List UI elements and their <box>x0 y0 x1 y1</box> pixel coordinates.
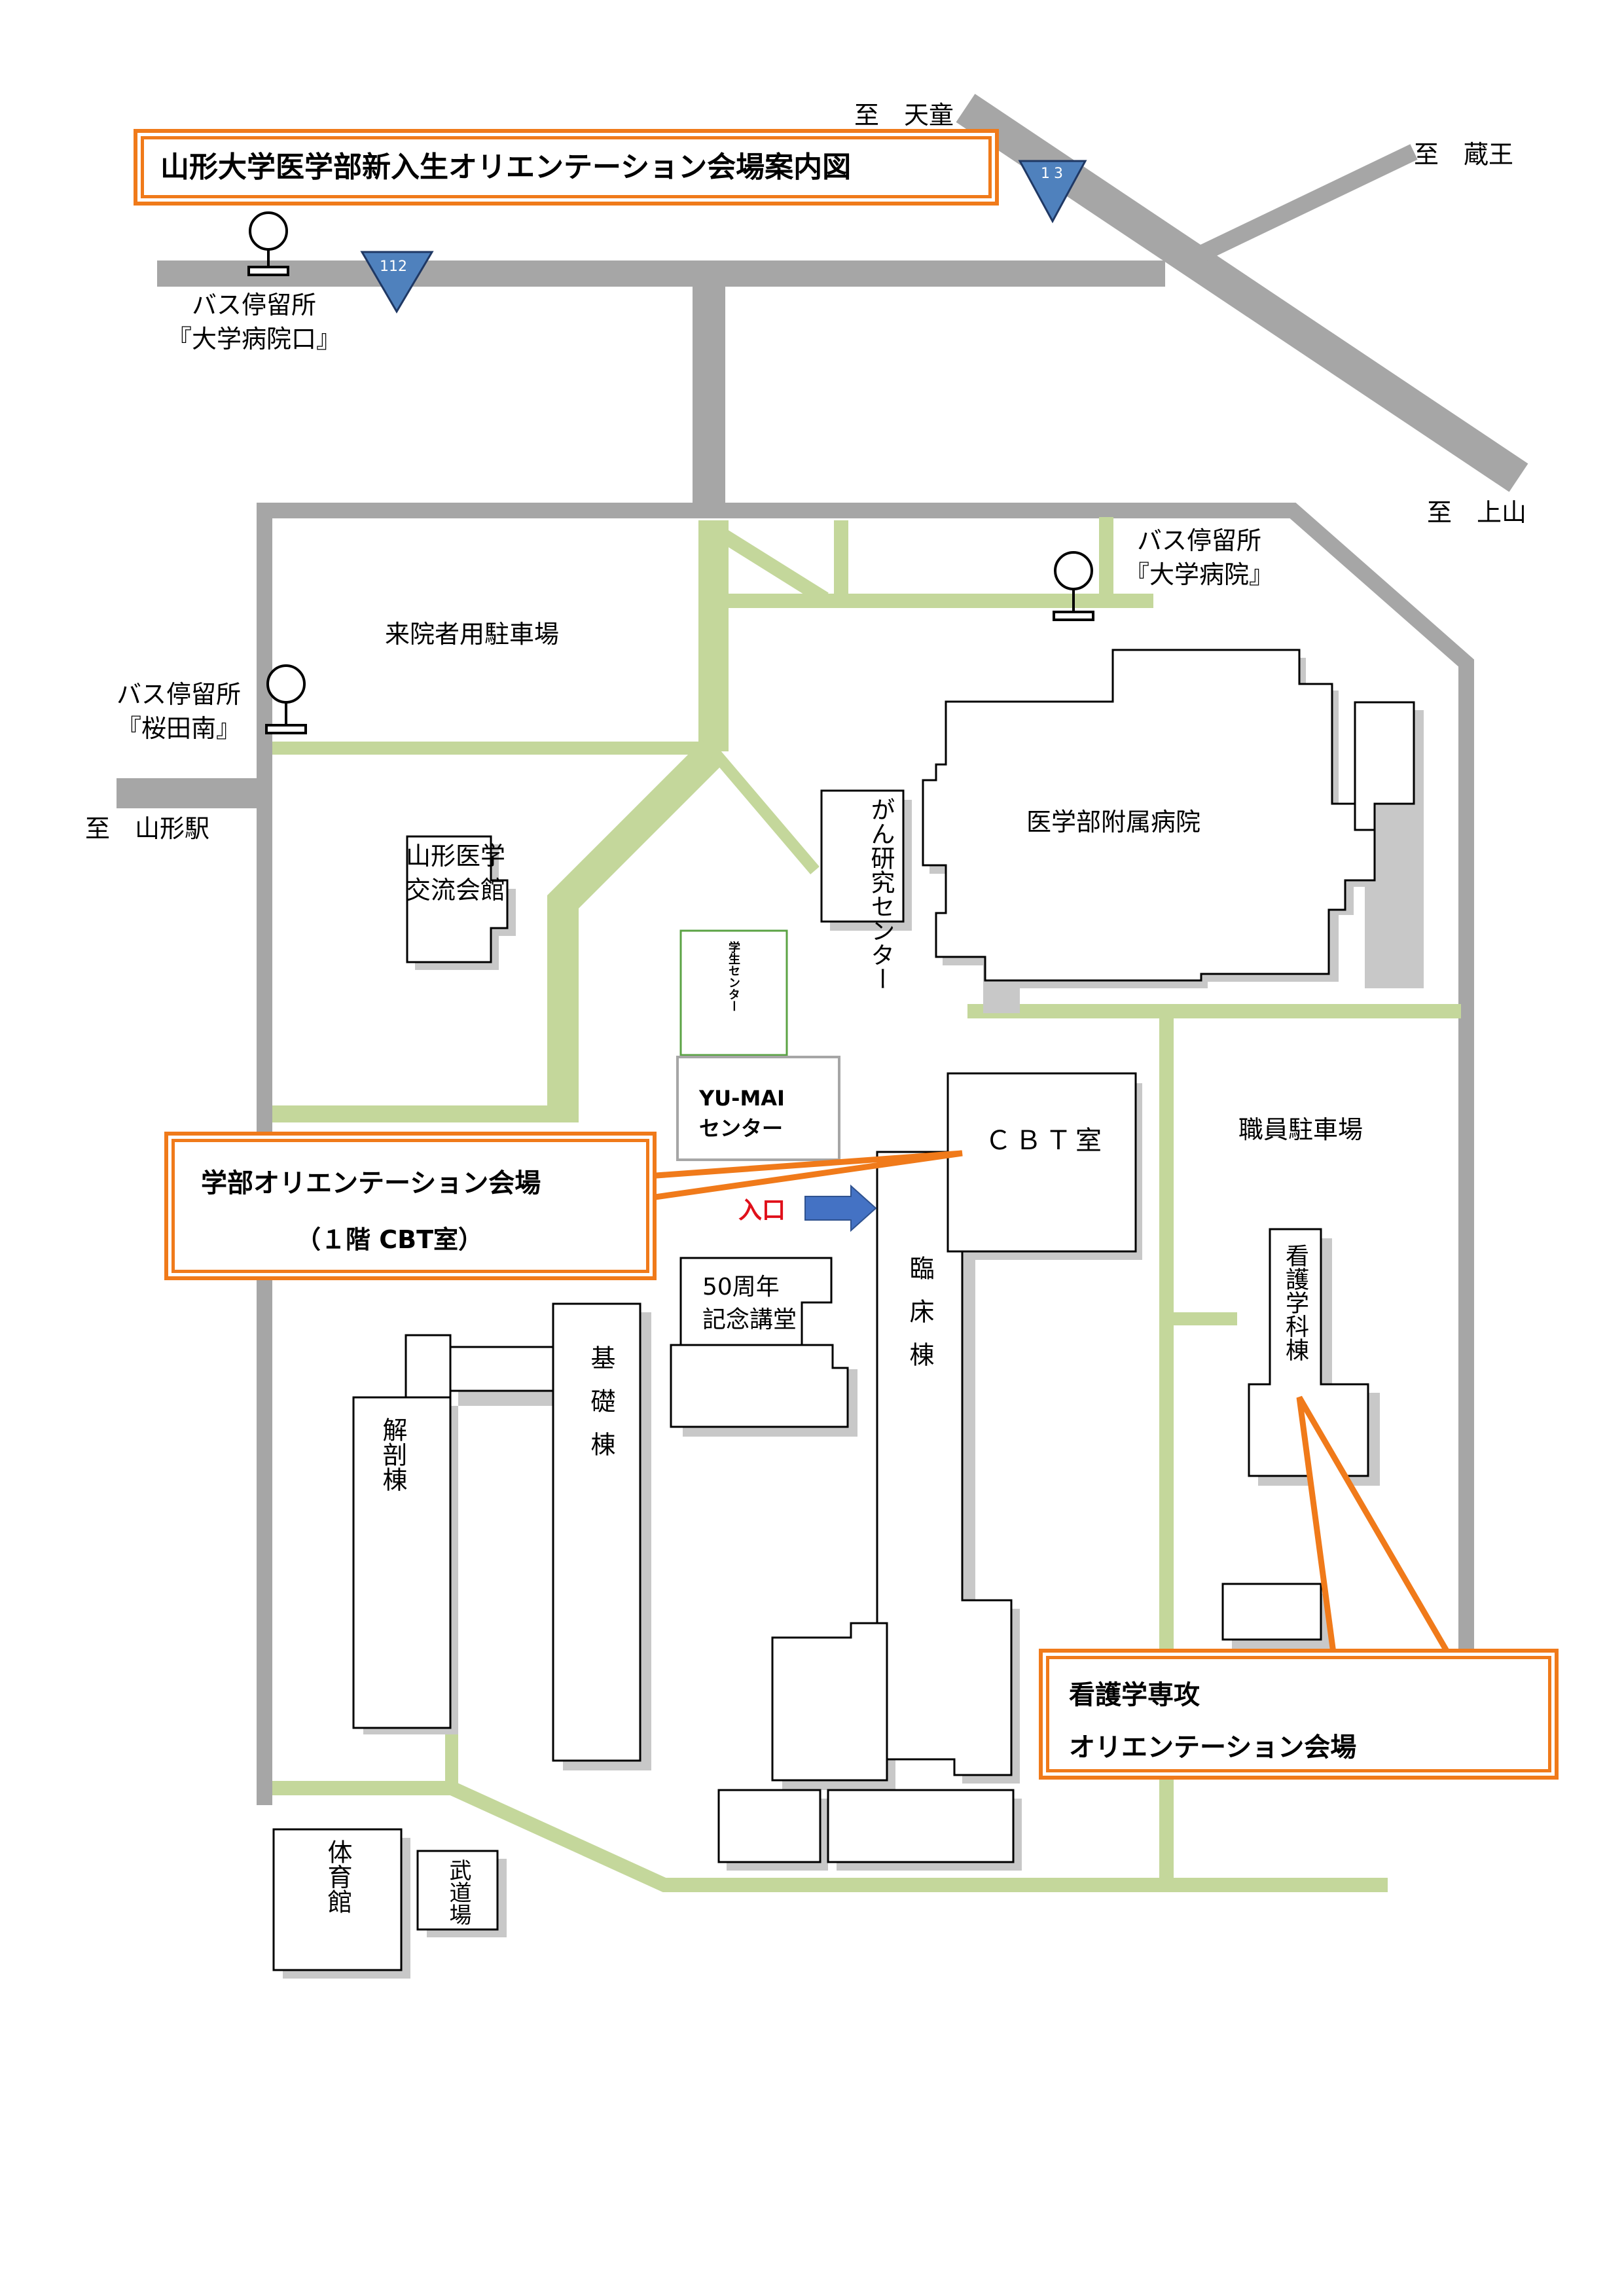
route-112-number: 112 <box>380 259 407 275</box>
cancer-center-building <box>820 789 905 923</box>
walkway-south <box>272 1781 1388 1892</box>
staff-parking-label: 職員駐車場 <box>1238 1115 1363 1144</box>
bus-stop-icon <box>1053 551 1094 621</box>
yumai-center-building <box>676 1056 840 1161</box>
block-2 <box>827 1789 1015 1863</box>
nursing-building <box>1248 1228 1369 1477</box>
gym-building <box>272 1828 403 1971</box>
direction-yamagata-station: 至 山形駅 <box>85 814 210 843</box>
road-campus-perimeter <box>257 503 1474 1805</box>
hall-label-line2: 記念講堂 <box>702 1306 797 1333</box>
bus-stop-label-line1: バス停留所 <box>117 680 242 709</box>
budo-building <box>416 1850 499 1931</box>
anatomy-building-label: 解剖棟 <box>378 1417 407 1492</box>
nursing-annex <box>1221 1583 1322 1641</box>
route-112-sign-icon <box>360 251 434 314</box>
basic-connector <box>449 1346 554 1392</box>
bus-stop-daigaku-byoin-guchi-label: バス停留所 『大学病院口』 <box>167 288 341 356</box>
bus-stop-markers <box>247 211 1094 734</box>
bus-stop-icon <box>265 664 307 734</box>
direction-zao: 至 蔵王 <box>1414 140 1514 169</box>
gym-label: 体育館 <box>323 1839 352 1914</box>
route-13-number: 13 <box>1041 166 1067 182</box>
hall-label: 50周年 記念講堂 <box>702 1271 797 1336</box>
exchange-hall-label: 山形医学 交流会館 <box>406 839 505 907</box>
page-title: 山形大学医学部新入生オリエンテーション会場案内図 <box>160 151 852 184</box>
clinical-building-label: 臨床棟 <box>905 1255 934 1385</box>
exchange-hall-label-line2: 交流会館 <box>406 876 506 905</box>
bus-stop-daigaku-byoin-label: バス停留所 『大学病院』 <box>1125 524 1274 592</box>
bus-stop-sakurada-minami-label: バス停留所 『桜田南』 <box>117 677 241 745</box>
direction-kaminoyama: 至 上山 <box>1427 498 1527 527</box>
buildings <box>272 649 1415 1971</box>
bus-stop-label-line1: バス停留所 <box>192 291 317 319</box>
exchange-hall-label-line1: 山形医学 <box>406 842 506 870</box>
student-center-label: 学生センター <box>727 941 740 1012</box>
block-1 <box>717 1789 821 1863</box>
bus-stop-label-line2: 『大学病院』 <box>1125 560 1274 589</box>
basic-building-label: 基礎棟 <box>586 1345 615 1475</box>
faculty-callout-line2: （１階 CBT室） <box>296 1225 484 1254</box>
cbt-building <box>947 1072 1137 1253</box>
cancer-center-label: がん研究センター <box>867 797 895 991</box>
walkways <box>272 517 1461 1892</box>
route-13-sign-icon <box>1018 160 1087 224</box>
hospital-annex <box>1354 701 1415 831</box>
entrance-arrow-icon <box>804 1184 877 1232</box>
student-center-building <box>679 929 788 1056</box>
budo-hall-label: 武道場 <box>445 1859 471 1926</box>
nursing-callout-line1: 看護学専攻 <box>1069 1680 1200 1710</box>
basic-building <box>552 1302 641 1762</box>
entrance-label: 入口 <box>738 1197 786 1224</box>
bus-stop-label-line2: 『桜田南』 <box>117 714 242 743</box>
walkway-north-diagonal <box>716 527 829 605</box>
map-title: 山形大学医学部新入生オリエンテーション会場案内図 <box>141 136 992 198</box>
yumai-center-label-line1: YU-MAI <box>699 1086 785 1111</box>
hospital-building <box>922 649 1376 982</box>
hall-wing <box>670 1344 849 1428</box>
yumai-center-label-line2: センター <box>699 1116 784 1141</box>
direction-tendo: 至 天童 <box>854 101 954 130</box>
nursing-callout-line2: オリエンテーション会場 <box>1069 1732 1357 1763</box>
clinical-building <box>876 1151 1013 1776</box>
road-to-zao <box>1187 144 1418 266</box>
hospital-label: 医学部附属病院 <box>1026 808 1201 836</box>
bus-stop-icon <box>247 211 289 276</box>
walkway-main-diagonal <box>547 740 725 1122</box>
anatomy-wing <box>405 1334 452 1399</box>
exchange-hall-building <box>406 835 509 963</box>
walkway-cancer-center <box>709 747 820 874</box>
faculty-callout-line1: 学部オリエンテーション会場 <box>201 1168 541 1198</box>
hall-label-line1: 50周年 <box>702 1274 780 1300</box>
lab-building <box>771 1622 888 1782</box>
visitor-parking-label: 来院者用駐車場 <box>385 620 560 649</box>
bus-stop-label-line1: バス停留所 <box>1137 526 1262 555</box>
cbt-room-label: ＣＢＴ室 <box>985 1126 1106 1156</box>
nursing-orientation-callout: 看護学専攻 オリエンテーション会場 <box>1046 1656 1551 1772</box>
bus-stop-label-line2: 『大学病院口』 <box>167 325 342 353</box>
yumai-center-label: YU-MAI センター <box>699 1083 785 1143</box>
faculty-orientation-callout: 学部オリエンテーション会場 （１階 CBT室） <box>171 1139 649 1273</box>
route-signs <box>360 160 1087 314</box>
nursing-building-label: 看護学科棟 <box>1282 1244 1308 1361</box>
